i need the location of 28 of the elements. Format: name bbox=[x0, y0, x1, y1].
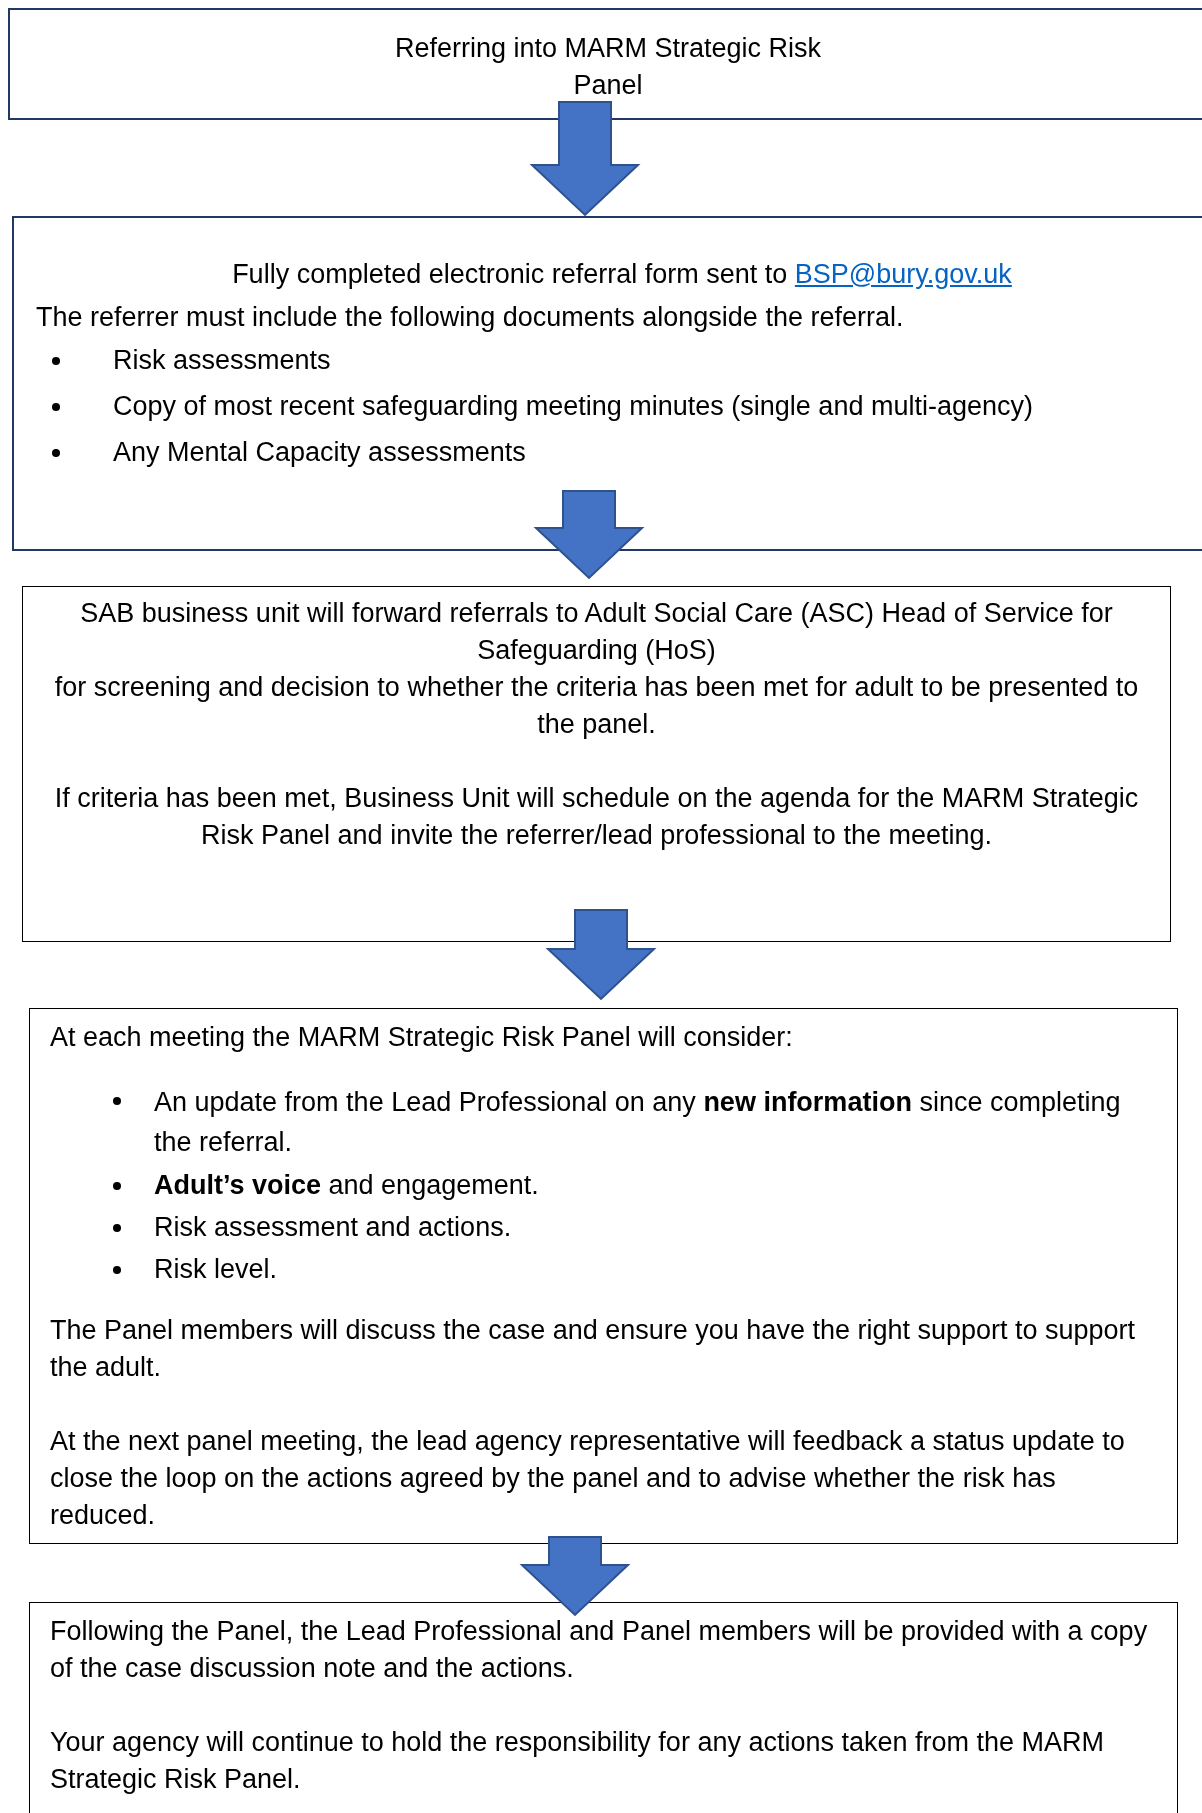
paragraph-text: Following the Panel, the Lead Professional and Panel members will be provided with a copy of the case discussion note and the actions. bbox=[50, 1615, 1149, 1685]
paragraph-text: At the next panel meeting, the lead agency representative will feedback a status update to close the loop on the actions agreed by the panel and to advise whether the risk has reduced. bbox=[50, 1425, 1126, 1532]
block-arrow bbox=[519, 1536, 631, 1617]
bullet-text: An update from the Lead Professional on any new information since completing the referral. bbox=[154, 1086, 1122, 1159]
bullet-text: Any Mental Capacity assessments bbox=[113, 436, 527, 469]
block-arrow bbox=[545, 909, 657, 1001]
process-box bbox=[29, 1602, 1178, 1813]
email-link: BSP@bury.gov.uk bbox=[794, 259, 1012, 289]
box-heading: Referring into MARM Strategic Risk Panel bbox=[393, 32, 823, 102]
process-box bbox=[12, 216, 1202, 551]
paragraph-text: The Panel members will discuss the case and ensure you have the right support to support the adult. bbox=[50, 1314, 1137, 1384]
process-box bbox=[8, 8, 1202, 120]
process-box bbox=[22, 586, 1171, 942]
bullet-text: Adult’s voice and engagement. bbox=[154, 1169, 540, 1202]
instruction-text: Fully completed electronic referral form sent to BSP@bury.gov.uk bbox=[231, 258, 1013, 291]
paragraph-text: SAB business unit will forward referrals to Adult Social Care (ASC) Head of Service for Safeguarding (HoS) bbox=[79, 597, 1114, 667]
bullet-text: Risk assessments bbox=[113, 344, 332, 377]
block-arrow bbox=[533, 490, 645, 580]
paragraph-text: If criteria has been met, Business Unit will schedule on the agenda for the MARM Strategic Risk Panel and invite the referrer/lead professional to the meeting. bbox=[53, 782, 1140, 852]
paragraph-text: The referrer must include the following documents alongside the referral. bbox=[36, 301, 905, 334]
paragraph-text: Your agency will continue to hold the responsibility for any actions taken from the MARM Strategic Risk Panel. bbox=[50, 1726, 1106, 1796]
bullet-text: Copy of most recent safeguarding meeting minutes (single and multi-agency) bbox=[113, 390, 1034, 423]
bullet-text: Risk level. bbox=[154, 1253, 279, 1286]
process-box bbox=[29, 1008, 1178, 1544]
block-arrow bbox=[529, 101, 641, 217]
paragraph-text: for screening and decision to whether the criteria has been met for adult to be presented to the panel. bbox=[53, 671, 1140, 741]
paragraph-text: At each meeting the MARM Strategic Risk Panel will consider: bbox=[50, 1021, 794, 1054]
bullet-text: Risk assessment and actions. bbox=[154, 1211, 513, 1244]
